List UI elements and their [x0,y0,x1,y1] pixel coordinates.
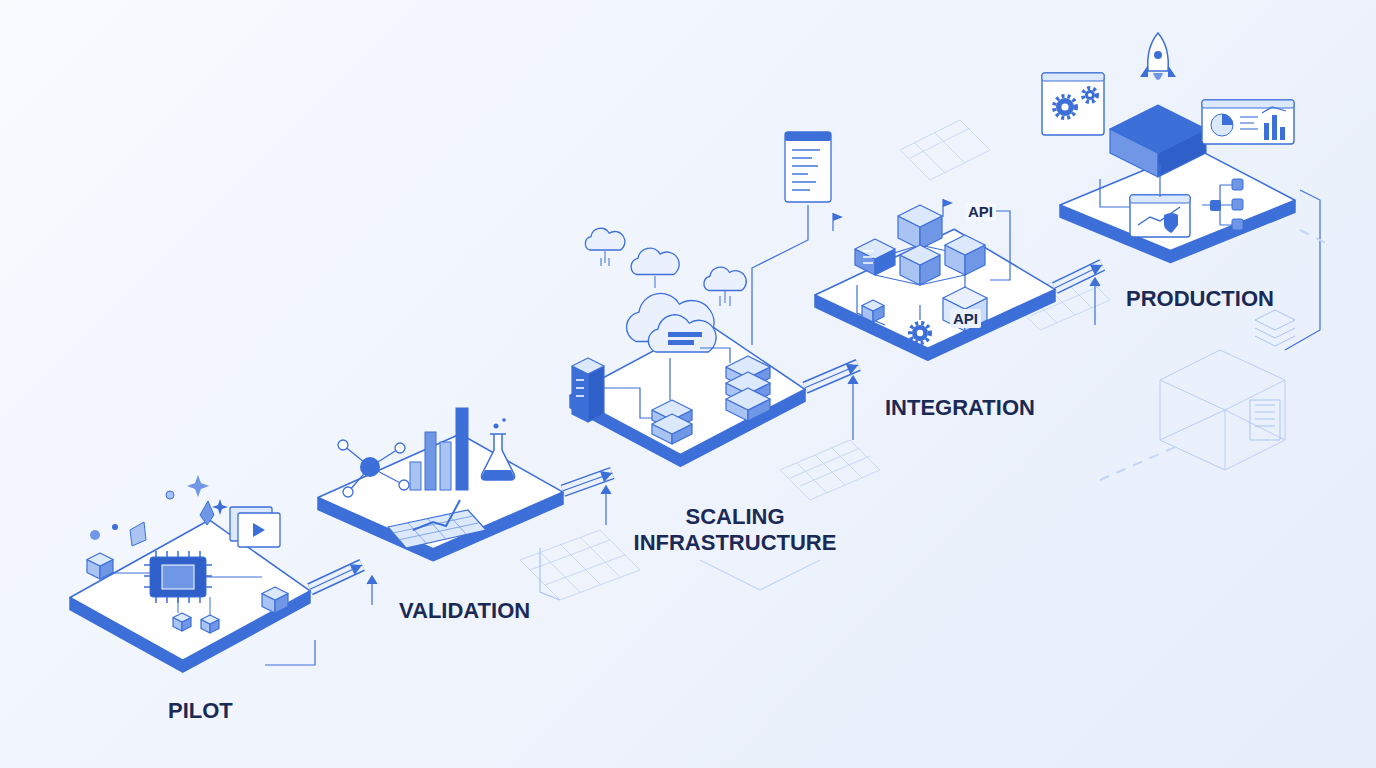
platform-illustration [1060,145,1295,265]
flow-connector [563,471,612,491]
cloud-icons [585,228,746,352]
stage-platform: INTEGRATION [815,225,1055,365]
platform-base [570,323,805,467]
monitor-window [1130,195,1190,237]
stage-label: INTEGRATION [885,395,1035,421]
tree-icon [1100,165,1243,230]
stage-label: VALIDATION [399,598,530,624]
platform-illustration [570,318,805,473]
stage-label: PRODUCTION [1126,286,1274,312]
platform-base [815,229,1055,360]
screen-icon [230,507,280,547]
block-icons [87,553,288,633]
rocket-icon [1140,33,1176,80]
bar-chart-icon [410,408,468,490]
gear-icon [910,323,930,343]
server-tower-icon [572,358,604,422]
platform-illustration [318,430,563,565]
flag-icons [833,199,953,231]
floating-window [785,132,831,202]
stage-platform: VALIDATION [318,430,563,565]
stage-platform: SCALING INFRASTRUCTURE [570,318,805,473]
analytics-window [1202,100,1294,144]
sparkle-icons [90,475,228,546]
pedestal-icon [1110,105,1206,177]
faint-grid [520,120,1110,600]
stage-label: SCALING INFRASTRUCTURE [610,504,860,556]
platform-illustration [815,225,1055,365]
api-label: API [950,309,981,328]
chip-icon [144,551,212,603]
api-bracket [990,211,1010,280]
grid-chart-icon [388,500,486,548]
flow-connector [1055,264,1102,288]
wireframe-cube [1160,310,1295,470]
stage-platform: PILOT [70,515,310,680]
leader-lines [265,190,1320,665]
flask-icon [482,418,515,480]
platform-illustration [70,515,310,680]
platform-base [318,434,563,561]
flow-connector [805,364,858,388]
api-label: API [965,202,996,221]
network-icon [338,440,409,497]
flow-connector [310,564,362,589]
stage-label: PILOT [168,698,233,724]
settings-window [1042,73,1104,135]
module-cubes [855,205,987,331]
cable-lines [604,348,770,438]
dashed-trail [1100,230,1330,480]
stage-platform: PRODUCTION [1060,145,1295,265]
